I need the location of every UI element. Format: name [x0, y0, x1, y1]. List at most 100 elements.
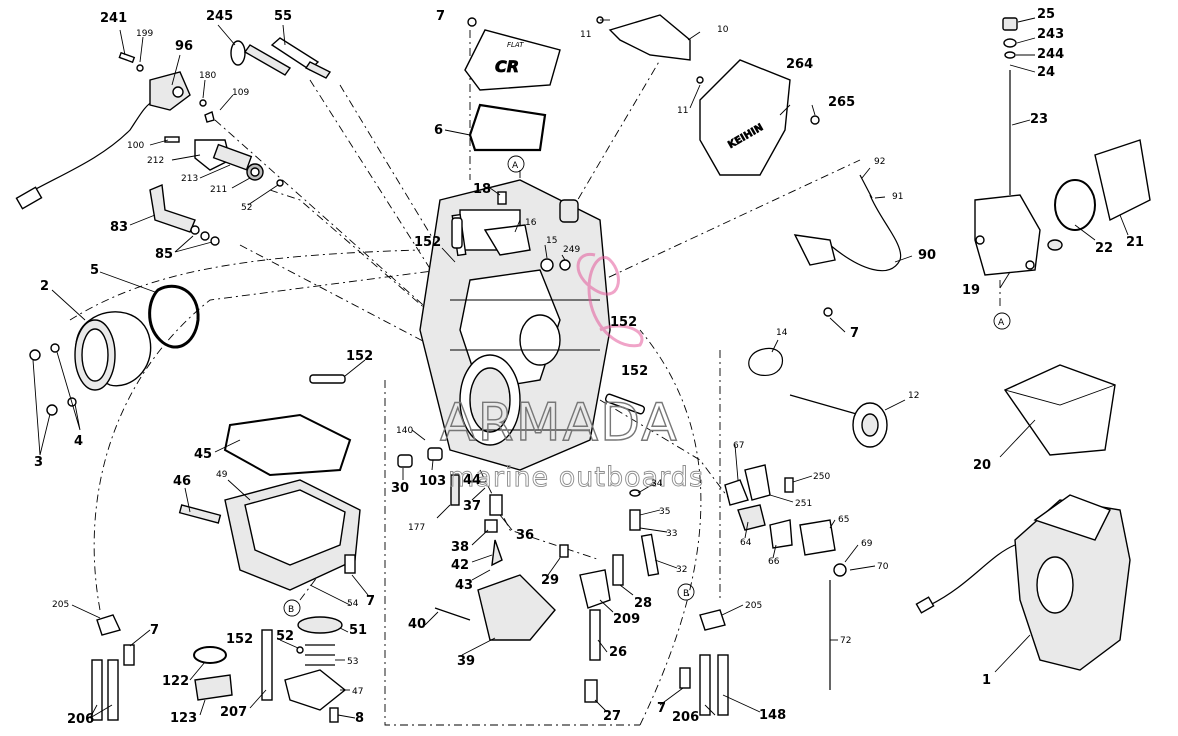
fitting-assembly: [149, 183, 220, 246]
part-label-55: 55: [274, 9, 292, 24]
part-label-21: 21: [1126, 235, 1144, 250]
part-label-245: 245: [206, 9, 233, 24]
part-label-5: 5: [90, 263, 99, 278]
part-label-36: 36: [516, 528, 534, 543]
part-label-2: 2: [40, 279, 49, 294]
part-label-1: 1: [982, 673, 991, 688]
needle-clip-assembly: [483, 191, 579, 272]
part-label-39: 39: [457, 654, 475, 669]
part-label-7b: 7: [850, 326, 859, 341]
part-label-12: 12: [908, 391, 919, 401]
assembly-lines: [69, 30, 1001, 726]
part-label-100: 100: [127, 141, 144, 151]
callout-circles: [283, 155, 1011, 617]
watermark-tagline: marine outboards: [448, 462, 704, 493]
part-label-52a: 52: [241, 203, 252, 213]
part-label-34: 34: [651, 479, 663, 489]
part-label-7e: 7: [366, 594, 375, 609]
part-label-A2: A: [998, 318, 1005, 328]
part-label-152a: 152: [414, 235, 441, 250]
part-label-3: 3: [34, 455, 43, 470]
part-label-122: 122: [162, 674, 189, 689]
part-label-28: 28: [634, 596, 652, 611]
part-label-265: 265: [828, 95, 855, 110]
part-label-B2: B: [288, 605, 294, 615]
part-label-33: 33: [666, 529, 677, 539]
part-label-244: 244: [1037, 47, 1064, 62]
drain-hoses: [91, 609, 729, 721]
part-label-205b: 205: [52, 600, 69, 610]
part-label-11b: 11: [677, 106, 688, 116]
cable-bracket: [596, 14, 704, 84]
part-label-72: 72: [840, 636, 851, 646]
throttle-shaft: [748, 347, 888, 448]
top-cover: FLAT CR: [464, 17, 561, 152]
part-label-251: 251: [795, 499, 812, 509]
part-label-92: 92: [874, 157, 885, 167]
watermark-brand: ARMADA: [440, 393, 679, 453]
part-label-53: 53: [347, 657, 358, 667]
part-label-90: 90: [918, 248, 936, 263]
part-label-43: 43: [455, 578, 473, 593]
linkage-assembly: [724, 464, 847, 690]
part-label-152c: 152: [610, 315, 637, 330]
part-label-140: 140: [396, 426, 413, 436]
pump-rod-assembly: [1002, 17, 1018, 195]
part-label-29: 29: [541, 573, 559, 588]
part-label-249: 249: [563, 245, 580, 255]
part-label-241: 241: [100, 11, 127, 26]
part-label-67: 67: [733, 441, 744, 451]
part-label-40: 40: [408, 617, 426, 632]
watermark-logo-icon: [576, 252, 644, 348]
accelerator-pump-cover: [164, 136, 284, 187]
cover-flat-text: FLAT: [507, 41, 524, 49]
part-label-64: 64: [740, 538, 752, 548]
part-label-44: 44: [463, 473, 481, 488]
part-label-207: 207: [220, 705, 247, 720]
part-label-70: 70: [877, 562, 889, 572]
part-label-32: 32: [676, 565, 687, 575]
part-label-35: 35: [659, 507, 670, 517]
part-label-11a: 11: [580, 30, 591, 40]
part-label-26: 26: [609, 645, 627, 660]
part-label-25: 25: [1037, 7, 1055, 22]
drain-plug-assembly: [193, 616, 347, 723]
part-label-243: 243: [1037, 27, 1064, 42]
part-label-19: 19: [962, 283, 980, 298]
part-label-91: 91: [892, 192, 903, 202]
part-label-152d: 152: [621, 364, 648, 379]
part-label-4: 4: [74, 434, 83, 449]
part-label-38: 38: [451, 540, 469, 555]
part-label-6: 6: [434, 123, 443, 138]
part-label-7a: 7: [436, 9, 445, 24]
jets-and-needles: [397, 447, 660, 703]
part-label-264: 264: [786, 57, 813, 72]
part-label-54: 54: [347, 599, 359, 609]
intake-adapter-assembly: [29, 284, 200, 416]
part-label-47: 47: [352, 687, 363, 697]
part-label-180: 180: [199, 71, 216, 81]
part-label-103: 103: [419, 474, 446, 489]
side-cover: KEIHIN: [699, 59, 820, 176]
part-label-148: 148: [759, 708, 786, 723]
part-label-46: 46: [173, 474, 191, 489]
part-label-85: 85: [155, 247, 173, 262]
part-label-23: 23: [1030, 112, 1048, 127]
throttle-sensor-assembly: [15, 51, 191, 210]
part-label-206a: 206: [672, 710, 699, 725]
part-label-37: 37: [463, 499, 481, 514]
part-label-15: 15: [546, 236, 557, 246]
parts-bag: [1003, 364, 1116, 456]
part-label-65: 65: [838, 515, 849, 525]
part-label-45: 45: [194, 447, 212, 462]
jet-tubes: [309, 217, 646, 415]
part-label-69: 69: [861, 539, 873, 549]
part-label-42: 42: [451, 558, 469, 573]
part-label-250: 250: [813, 472, 830, 482]
part-label-96: 96: [175, 39, 193, 54]
part-label-211: 211: [210, 185, 227, 195]
part-label-52b: 52: [276, 629, 294, 644]
cover-cr-text: CR: [495, 57, 519, 76]
